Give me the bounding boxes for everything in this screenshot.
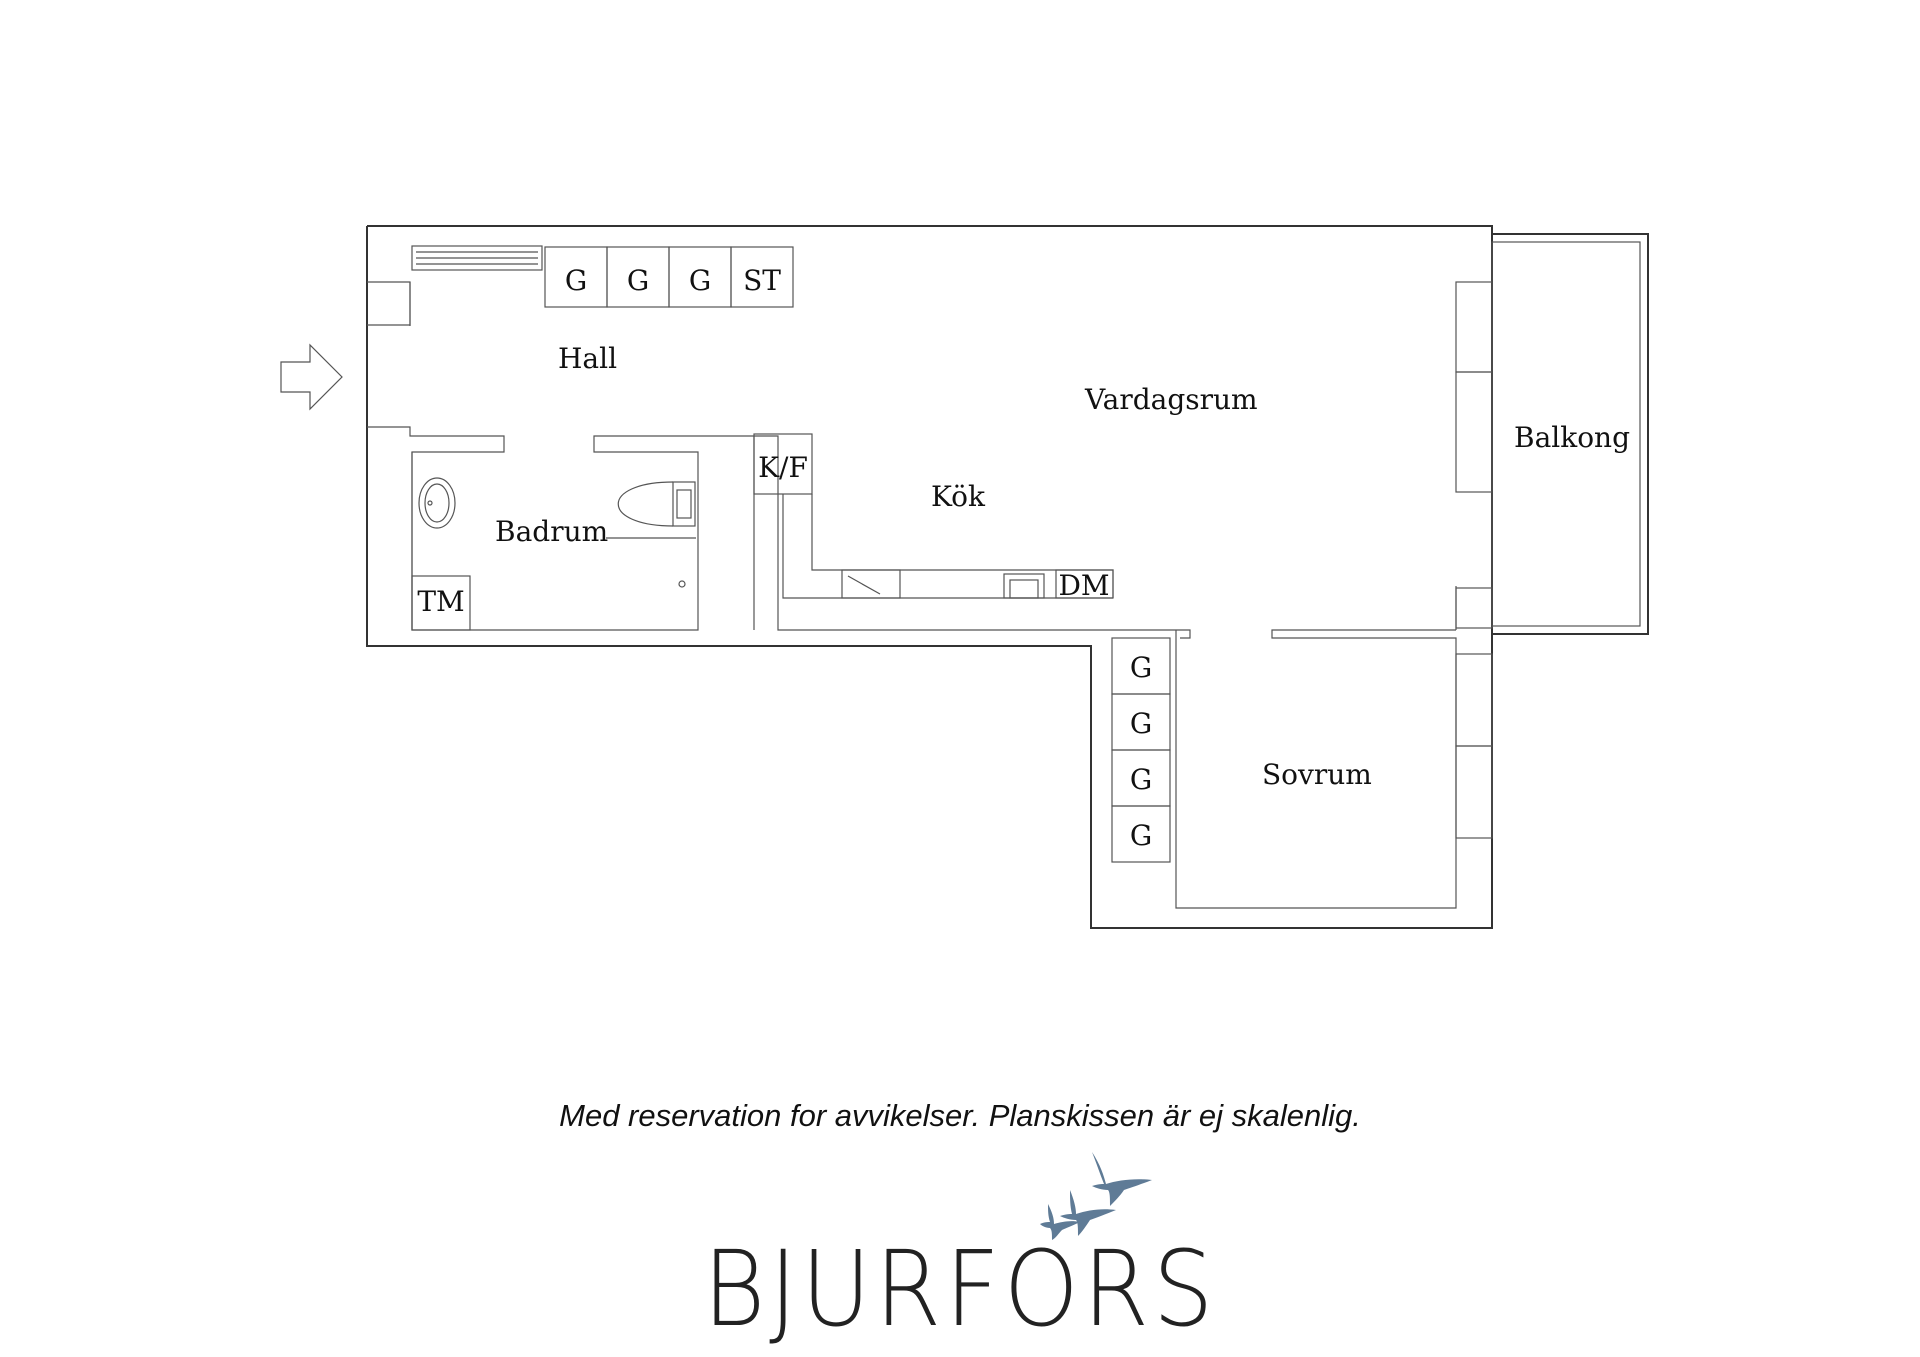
wardrobe-label: G [1130,819,1152,852]
radiator [411,245,543,271]
sink-icon [418,477,456,529]
room-label-vardagsrum: Vardagsrum [1084,383,1258,416]
washing-machine-label: TM [417,585,464,618]
kitchen-counters: K/F DM [753,433,1114,630]
bedroom-walls [1175,586,1457,909]
wardrobe-label: G [627,264,649,297]
drain-icon [678,580,686,588]
wardrobe-label: G [565,264,587,297]
wardrobe-label: G [1130,707,1152,740]
stove-icon [841,569,901,599]
room-label-sovrum: Sovrum [1262,758,1372,791]
brand-logo: BJURFORS [702,1228,1218,1350]
dishwasher-label: DM [1058,569,1109,602]
outer-walls [366,225,1493,929]
room-label-balkong: Balkong [1514,421,1630,454]
toilet-icon [672,481,696,527]
disclaimer-text: Med reservation for avvikelser. Planskis… [559,1098,1361,1133]
room-label-badrum: Badrum [495,515,608,548]
storage-label: ST [743,264,781,297]
fridge-freezer-label: K/F [758,451,808,484]
windows [1455,281,1493,839]
room-label-hall: Hall [558,342,617,375]
hall-wardrobes: G G G ST [544,246,794,308]
wardrobe-label: G [689,264,711,297]
room-label-kok: Kök [931,480,986,513]
wardrobe-label: G [1130,763,1152,796]
bathroom-fixtures: TM [411,477,696,631]
flying-birds-icon [1040,1152,1152,1240]
bedroom-wardrobes: G G G G [1111,637,1171,863]
entrance-arrow-icon [280,343,343,411]
wardrobe-label: G [1130,651,1152,684]
